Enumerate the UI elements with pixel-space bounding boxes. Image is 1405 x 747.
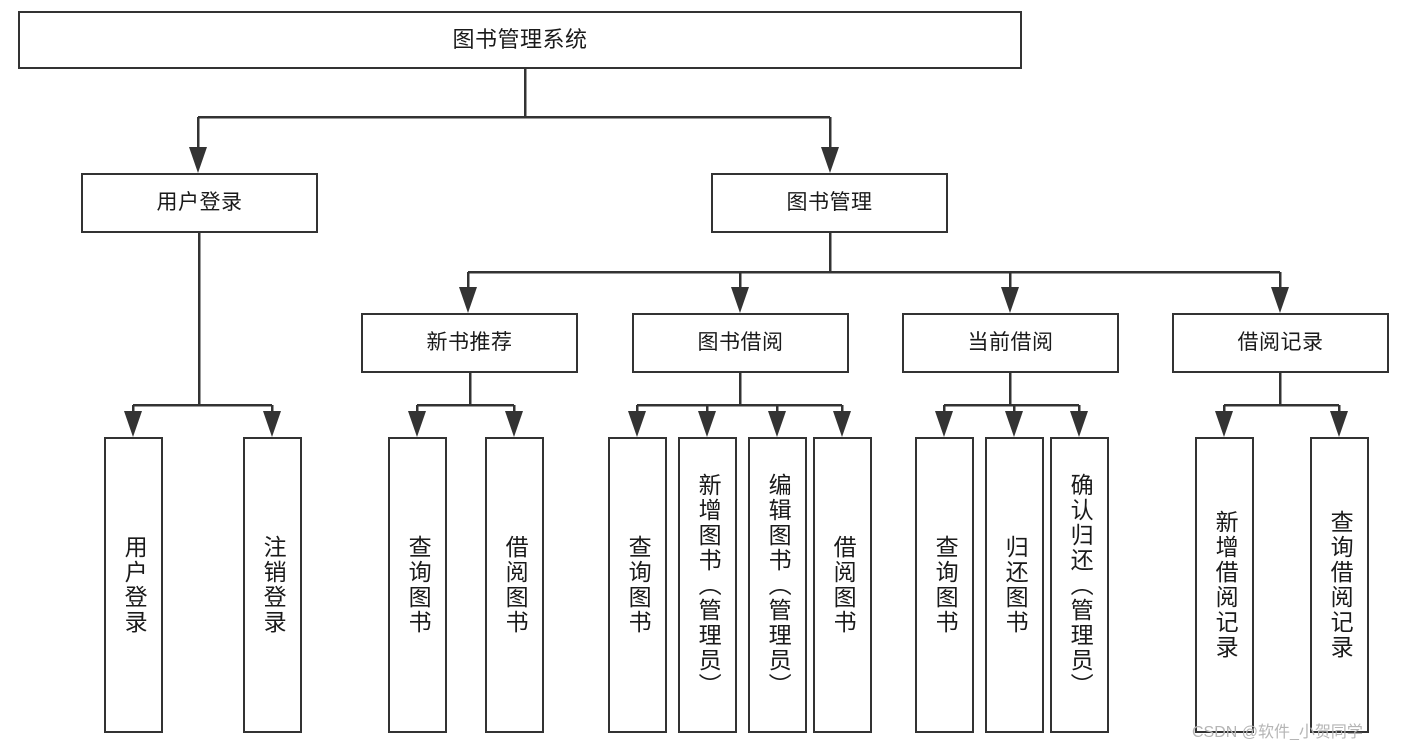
edge-arrowhead-record-to-leaves-1 <box>1330 411 1348 437</box>
node-label: 归还图书 <box>1002 535 1029 635</box>
node-borrow-record[interactable]: 借阅记录 <box>1172 313 1389 373</box>
node-leaf-add-record[interactable]: 新增借阅记录 <box>1195 437 1254 733</box>
edge-arrowhead-manage-to-level3-2 <box>1001 287 1019 313</box>
edge-arrowhead-login-to-leaves-1 <box>263 411 281 437</box>
node-leaf-confirm-return[interactable]: 确认归还（管理员） <box>1050 437 1109 733</box>
node-label: 新增借阅记录 <box>1212 510 1239 660</box>
edge-arrowhead-root-to-level2-0 <box>189 147 207 173</box>
node-user-login[interactable]: 用户登录 <box>81 173 318 233</box>
node-leaf-add-book[interactable]: 新增图书（管理员） <box>678 437 737 733</box>
node-label: 新书推荐 <box>426 330 513 354</box>
node-label: 注销登录 <box>260 535 287 635</box>
node-label: 查询图书 <box>625 535 652 635</box>
watermark-text: CSDN @软件_小贺同学 <box>1192 724 1363 741</box>
node-label: 借阅图书 <box>502 535 529 635</box>
edge-arrowhead-login-to-leaves-0 <box>124 411 142 437</box>
node-leaf-query-book-3[interactable]: 查询图书 <box>915 437 974 733</box>
node-book-borrow[interactable]: 图书借阅 <box>632 313 849 373</box>
node-root[interactable]: 图书管理系统 <box>18 11 1022 69</box>
edge-arrowhead-manage-to-level3-3 <box>1271 287 1289 313</box>
node-label: 图书管理系统 <box>452 27 588 53</box>
node-leaf-user-login[interactable]: 用户登录 <box>104 437 163 733</box>
edge-arrowhead-current-to-leaves-2 <box>1070 411 1088 437</box>
edge-arrowhead-root-to-level2-1 <box>821 147 839 173</box>
edge-arrowhead-current-to-leaves-1 <box>1005 411 1023 437</box>
node-label: 借阅图书 <box>830 535 857 635</box>
node-leaf-edit-book[interactable]: 编辑图书（管理员） <box>748 437 807 733</box>
node-label: 查询图书 <box>932 535 959 635</box>
node-label: 当前借阅 <box>967 330 1054 354</box>
edge-arrowhead-newbook-to-leaves-0 <box>408 411 426 437</box>
node-book-manage[interactable]: 图书管理 <box>711 173 948 233</box>
edge-arrowhead-borrow-to-leaves-2 <box>768 411 786 437</box>
edge-arrowhead-manage-to-level3-1 <box>731 287 749 313</box>
node-leaf-return-book[interactable]: 归还图书 <box>985 437 1044 733</box>
node-label: 新增图书（管理员） <box>695 472 722 698</box>
node-current-borrow[interactable]: 当前借阅 <box>902 313 1119 373</box>
node-label: 编辑图书（管理员） <box>765 472 792 698</box>
node-leaf-user-logout[interactable]: 注销登录 <box>243 437 302 733</box>
edge-arrowhead-current-to-leaves-0 <box>935 411 953 437</box>
node-leaf-query-record[interactable]: 查询借阅记录 <box>1310 437 1369 733</box>
edge-arrowhead-newbook-to-leaves-1 <box>505 411 523 437</box>
node-label: 图书管理 <box>786 190 873 214</box>
node-label: 确认归还（管理员） <box>1067 472 1094 698</box>
node-leaf-borrow-book-2[interactable]: 借阅图书 <box>813 437 872 733</box>
edge-arrowhead-borrow-to-leaves-0 <box>628 411 646 437</box>
node-leaf-query-book-1[interactable]: 查询图书 <box>388 437 447 733</box>
edge-arrowhead-borrow-to-leaves-1 <box>698 411 716 437</box>
edge-arrowhead-record-to-leaves-0 <box>1215 411 1233 437</box>
edge-arrowhead-borrow-to-leaves-3 <box>833 411 851 437</box>
node-leaf-query-book-2[interactable]: 查询图书 <box>608 437 667 733</box>
node-label: 用户登录 <box>121 535 148 635</box>
node-new-book-rec[interactable]: 新书推荐 <box>361 313 578 373</box>
node-label: 查询图书 <box>405 535 432 635</box>
node-label: 图书借阅 <box>697 330 784 354</box>
node-label: 用户登录 <box>156 190 243 214</box>
node-leaf-borrow-book-1[interactable]: 借阅图书 <box>485 437 544 733</box>
edge-arrowhead-manage-to-level3-0 <box>459 287 477 313</box>
node-label: 借阅记录 <box>1237 330 1324 354</box>
node-label: 查询借阅记录 <box>1327 510 1354 660</box>
